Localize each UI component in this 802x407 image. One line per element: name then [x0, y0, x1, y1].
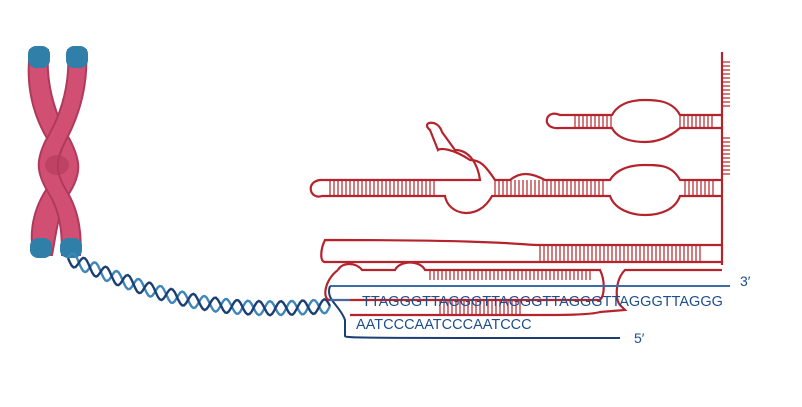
rna-helix-top: [545, 98, 722, 144]
five-prime-label: 5′: [634, 330, 645, 346]
c-rich-strand-line: [328, 285, 621, 339]
c-rich-sequence-text: AATCCCAATCCCAATCCC: [356, 317, 532, 333]
telomere-cap-top-left: [28, 46, 50, 68]
rna-strand-return: [350, 268, 722, 317]
telomere-cap-bottom-right: [60, 238, 82, 258]
dna-strand-dark: [66, 256, 332, 317]
telomere-duplex: TTAGGGTTAGGGTTAGGGTTAGGGTTAGGGTTAGGG AAT…: [328, 273, 751, 346]
rna-loop-lower: [320, 238, 722, 264]
rna-secondary-structure-icon: [309, 52, 730, 317]
chromosome-icon: [27, 46, 88, 258]
rna-base-pairs-right: [722, 61, 730, 175]
dna-strand-light: [67, 252, 332, 317]
telomere-cap-bottom-left: [30, 238, 52, 258]
three-prime-label: 3′: [740, 273, 751, 289]
centromere: [45, 155, 69, 175]
telomere-cap-top-right: [66, 46, 88, 68]
rna-helix-bottom: [324, 261, 605, 302]
rna-base-pairs: [329, 115, 714, 315]
g-rich-sequence-text: TTAGGGTTAGGGTTAGGGTTAGGGTTAGGGTTAGGG: [362, 294, 723, 310]
rna-helix-middle: [309, 121, 722, 217]
dna-helix-icon: [66, 252, 332, 317]
